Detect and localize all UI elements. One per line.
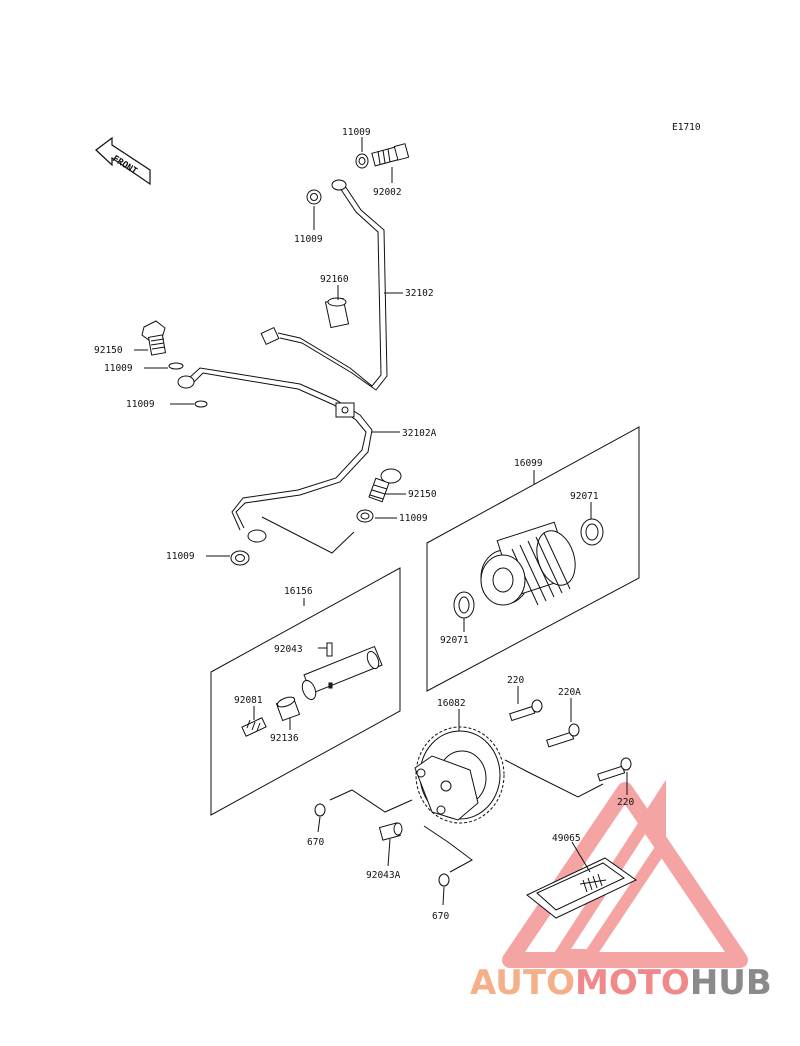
watermark-moto: MOTO [575, 963, 690, 1003]
label-16082: 16082 [437, 698, 466, 709]
label-11009-top: 11009 [342, 127, 371, 138]
washer-11009-b [194, 400, 208, 408]
label-92043: 92043 [274, 644, 303, 655]
label-92081: 92081 [234, 695, 263, 706]
oil-pipe-32102A [177, 367, 373, 543]
spring-92081 [241, 717, 267, 737]
bolt-92150-top [141, 320, 167, 356]
label-220A: 220A [558, 687, 581, 698]
label-11009-mid: 11009 [399, 513, 428, 524]
label-92160: 92160 [320, 274, 349, 285]
label-220-b: 220 [617, 797, 634, 808]
sleeve-92160 [324, 297, 350, 329]
watermark-logo [502, 779, 748, 968]
front-arrow-icon: FRONT [95, 136, 151, 186]
label-92150-top: 92150 [94, 345, 123, 356]
watermark-text: AUTOMOTOHUB [470, 963, 772, 1003]
label-92071-right: 92071 [570, 491, 599, 502]
oil-pump-16082 [414, 726, 505, 824]
label-49065: 49065 [552, 833, 581, 844]
label-220-a: 220 [507, 675, 524, 686]
relief-valve-box [210, 567, 401, 816]
svg-text:AUTOMOTOHUB: AUTOMOTOHUB [470, 963, 772, 1003]
label-92071-left: 92071 [440, 635, 469, 646]
watermark-hub: HUB [690, 963, 772, 1003]
oring-92071-right [580, 518, 604, 546]
relief-valve-16156 [301, 645, 383, 701]
pin-92043 [326, 642, 333, 657]
pin-92043A [378, 822, 403, 841]
label-670-b: 670 [432, 911, 449, 922]
bolt-220-top [509, 699, 543, 722]
label-11009-a: 11009 [104, 363, 133, 374]
label-92150-mid: 92150 [408, 489, 437, 500]
label-16099: 16099 [514, 458, 543, 469]
washer-11009-a [168, 362, 184, 370]
sleeve-92136 [275, 696, 301, 722]
bolt-220-lower [597, 757, 632, 782]
label-92002: 92002 [373, 187, 402, 198]
bolt-92150-mid [368, 468, 402, 503]
oring-670-a [314, 803, 326, 817]
oil-filter-16099 [480, 521, 576, 606]
label-92136: 92136 [270, 733, 299, 744]
label-11009-b: 11009 [126, 399, 155, 410]
oring-92071-left [453, 591, 475, 619]
label-670-a: 670 [307, 837, 324, 848]
filter-assembly-box [426, 426, 640, 692]
strainer-49065 [526, 857, 637, 919]
label-11009-low: 11009 [166, 551, 195, 562]
watermark-auto: AUTO [470, 963, 575, 1003]
label-11009-left: 11009 [294, 234, 323, 245]
oil-pipe-32102 [260, 179, 388, 391]
bolt-220A [546, 723, 580, 748]
oring-670-b [438, 873, 450, 887]
leader-lines [134, 137, 628, 906]
diagram-code: E1710 [672, 122, 701, 133]
label-32102A: 32102A [402, 428, 437, 439]
bolt-92002 [371, 143, 410, 167]
label-16156: 16156 [284, 586, 313, 597]
label-32102: 32102 [405, 288, 434, 299]
label-92043A: 92043A [366, 870, 401, 881]
